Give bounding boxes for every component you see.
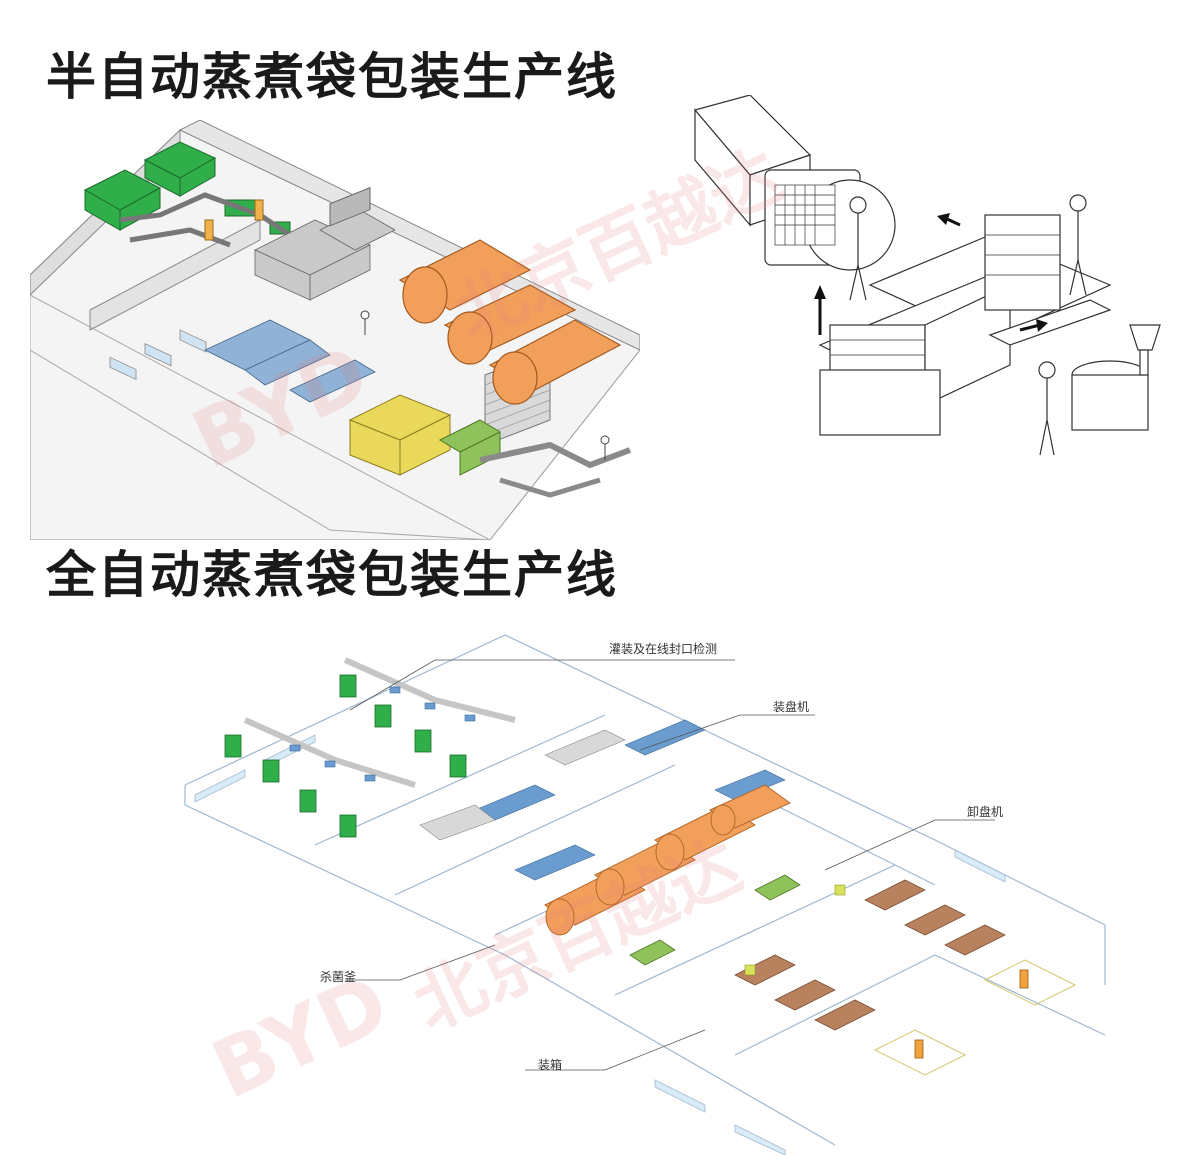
retort-loading-line-drawing (693, 95, 1161, 456)
callout-tray-unloader: 卸盘机 (967, 805, 1004, 819)
callout-tray-loader: 装盘机 (773, 700, 810, 714)
full-auto-line-title: 全自动蒸煮袋包装生产线 (46, 546, 618, 604)
semi-auto-line-title: 半自动蒸煮袋包装生产线 (46, 48, 618, 106)
callout-boxing: 装箱 (538, 1058, 563, 1072)
callout-retort: 杀菌釜 (320, 970, 357, 984)
callout-filling: 灌装及在线封口检测 (609, 642, 718, 656)
full-auto-plant-illustration (184, 634, 1106, 1155)
semi-auto-plant-illustration (30, 120, 640, 540)
